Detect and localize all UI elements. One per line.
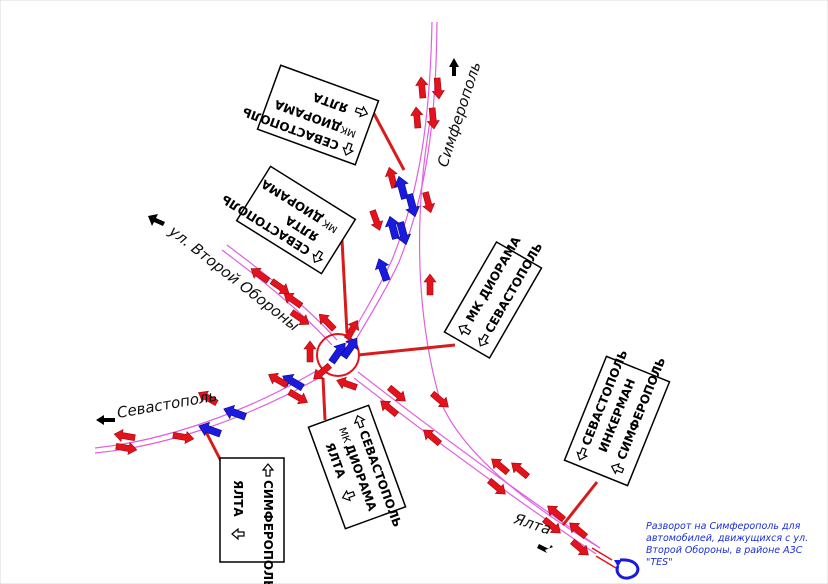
sign-top-left: СЕВАСТОПОЛЬ МК ДИОРАМА ЯЛТА	[240, 64, 380, 166]
svg-text:МК: МК	[336, 426, 352, 445]
svg-text:СИМФЕРОПОЛЬ: СИМФЕРОПОЛЬ	[261, 480, 275, 584]
svg-text:ЯЛТА: ЯЛТА	[231, 480, 245, 517]
west-direction-icon	[96, 415, 115, 425]
uturn-note: Разворот на Симферополь для автомобилей,…	[646, 521, 809, 568]
arrows-southeast	[376, 382, 593, 560]
sign-leaders	[203, 109, 599, 526]
northwest-direction-icon	[148, 214, 165, 226]
sign-center-right: МК ДИОРАМА СЕВАСТОПОЛЬ	[443, 234, 545, 360]
sign-right: СЕВАСТОПОЛЬ ИНКЕРМАН СИМФЕРОПОЛЬ	[563, 348, 671, 487]
direction-arrows	[96, 58, 553, 553]
svg-text:МК: МК	[339, 123, 358, 139]
turnaround-marker	[591, 547, 640, 580]
sign-mid-left: СЕВАСТОПОЛЬ ЯЛТА МК ДИОРАМА	[219, 165, 357, 275]
sign-bottom-left: СИМФЕРОПОЛЬ ЯЛТА	[219, 457, 285, 584]
road-label-simferopol: Симферополь	[434, 59, 485, 169]
sign-bottom-center: СЕВАСТОПОЛЬ МК ДИОРАМА ЯЛТА	[307, 404, 407, 530]
arrows-north	[366, 76, 446, 296]
road-label-sevastopol: Севастополь	[116, 387, 219, 422]
north-direction-icon	[449, 58, 459, 76]
southwest-direction-icon	[537, 544, 553, 553]
